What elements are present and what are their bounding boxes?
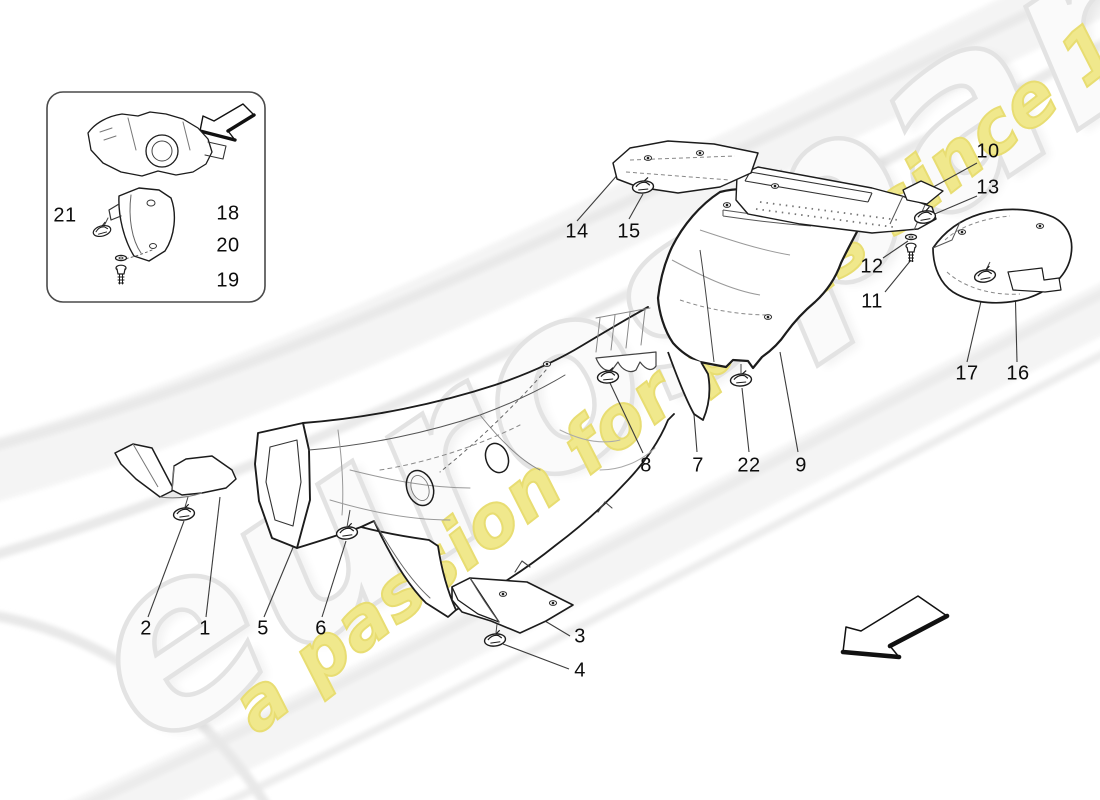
callout-3[interactable]: 3 (574, 625, 586, 648)
callout-8[interactable]: 8 (640, 454, 652, 477)
panel-16-drawing (932, 208, 1073, 304)
callout-14[interactable]: 14 (565, 220, 589, 243)
callout-9[interactable]: 9 (795, 454, 807, 477)
callout-2[interactable]: 2 (140, 617, 152, 640)
panel-deck-drawing (735, 166, 944, 234)
inset-mount-drawing (87, 111, 213, 177)
callout-4[interactable]: 4 (574, 659, 586, 682)
callout-18[interactable]: 18 (216, 202, 240, 225)
callout-6[interactable]: 6 (315, 617, 327, 640)
panel-14-drawing (612, 140, 759, 194)
callout-1[interactable]: 1 (199, 617, 211, 640)
callout-5[interactable]: 5 (257, 617, 269, 640)
callout-12[interactable]: 12 (860, 255, 884, 278)
panel-3-drawing (451, 577, 574, 634)
callout-10[interactable]: 10 (976, 140, 1000, 163)
panel-tunnel-drawing (254, 306, 675, 618)
inset-bracket-18-drawing (118, 187, 176, 262)
inset-detail-box (46, 91, 266, 303)
callout-7[interactable]: 7 (692, 454, 704, 477)
callout-21[interactable]: 21 (53, 204, 77, 227)
panel-1-drawing (114, 443, 237, 508)
fastener-clips (171, 176, 998, 649)
callout-11[interactable]: 11 (861, 290, 883, 313)
callout-13[interactable]: 13 (976, 176, 1000, 199)
callout-22[interactable]: 22 (737, 454, 761, 477)
callout-20[interactable]: 20 (216, 234, 240, 257)
callout-16[interactable]: 16 (1006, 362, 1030, 385)
panel-7-flap (667, 351, 711, 421)
callout-15[interactable]: 15 (617, 220, 641, 243)
main-direction-arrow-icon (840, 595, 950, 660)
callout-19[interactable]: 19 (216, 269, 240, 292)
callout-17[interactable]: 17 (955, 362, 979, 385)
